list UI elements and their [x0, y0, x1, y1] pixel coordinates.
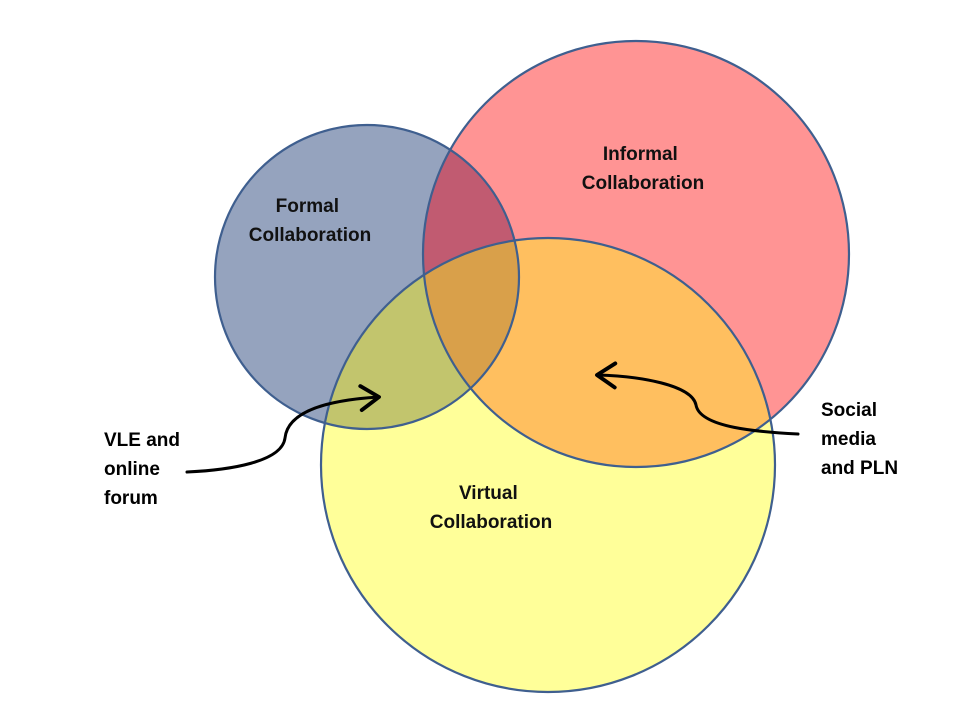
- formal-label: Formal Collaboration: [249, 196, 371, 246]
- vle-arrow: [185, 384, 381, 474]
- vle-line3: forum: [104, 488, 158, 509]
- social-arrow: [595, 361, 800, 436]
- informal-circle-outline: [421, 39, 851, 469]
- informal-label-line1: Informal: [603, 144, 678, 165]
- social-line1: Social: [821, 400, 877, 421]
- social-line2: media: [821, 429, 876, 450]
- virtual-label: Virtual Collaboration: [430, 483, 552, 533]
- informal-label-line2: Collaboration: [582, 173, 704, 194]
- formal-circle-outline: [213, 123, 521, 431]
- vle-line1: VLE and: [104, 430, 180, 451]
- formal-virtual-overlap: [321, 238, 519, 429]
- formal-label-line2: Collaboration: [249, 225, 371, 246]
- formal-label-line1: Formal: [276, 196, 339, 217]
- vle-annotation: VLE and online forum: [104, 430, 185, 509]
- social-line3: and PLN: [821, 458, 898, 479]
- informal-label: Informal Collaboration: [582, 144, 704, 194]
- virtual-label-line2: Collaboration: [430, 512, 552, 533]
- social-annotation: Social media and PLN: [821, 400, 898, 479]
- virtual-circle-outline: [319, 236, 777, 694]
- vle-line2: online: [104, 459, 160, 480]
- virtual-label-line1: Virtual: [459, 483, 518, 504]
